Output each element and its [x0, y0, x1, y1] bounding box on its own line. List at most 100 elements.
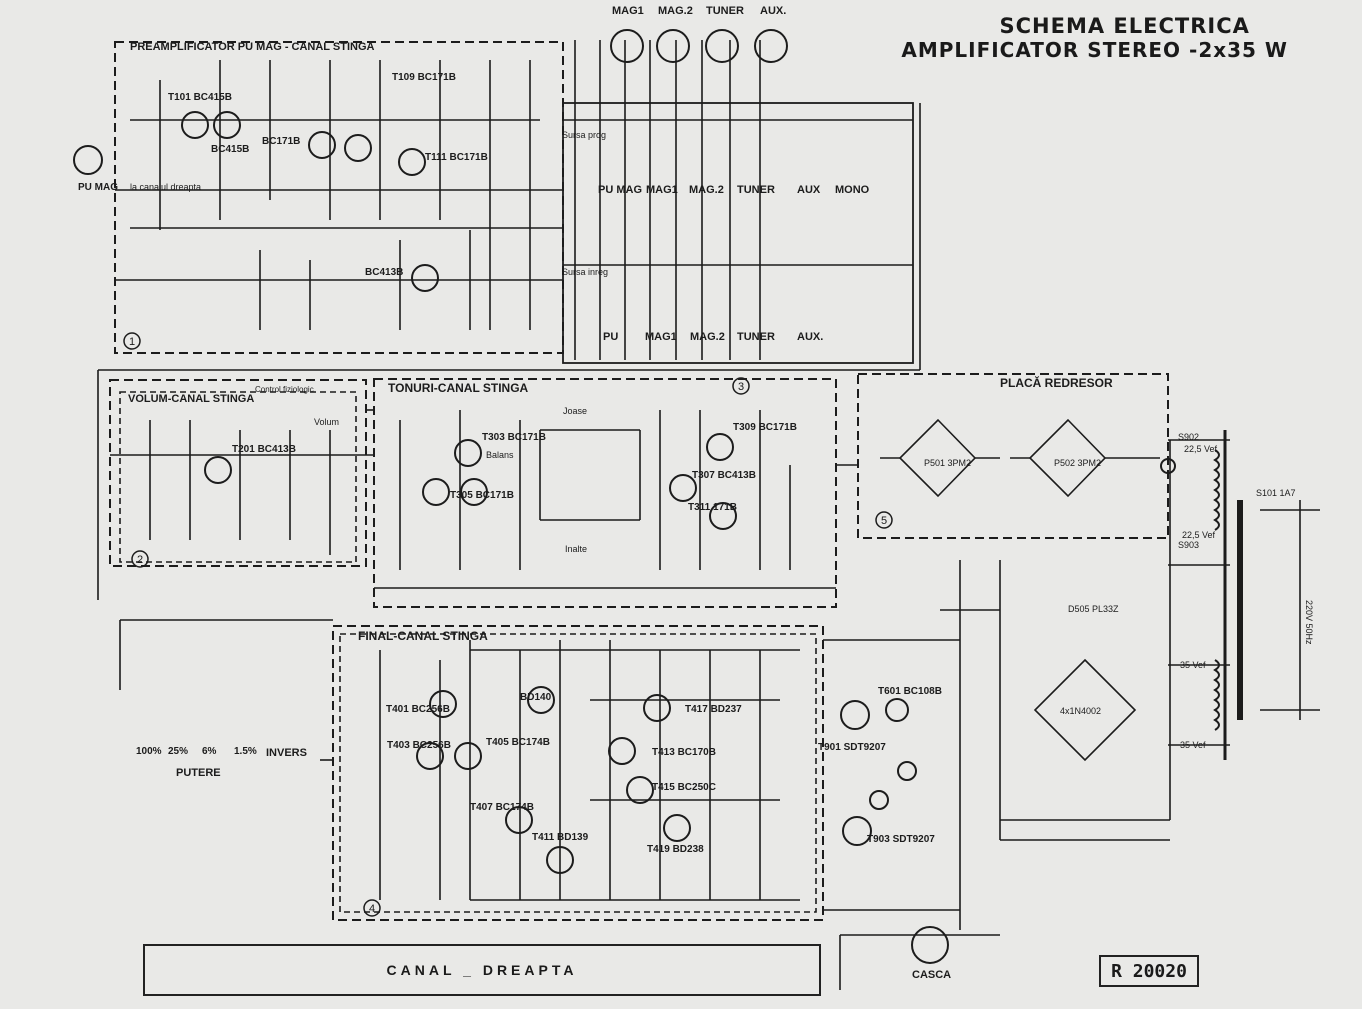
- transistor-t103: BC415B: [211, 144, 249, 155]
- joase-label: Joase: [563, 406, 587, 416]
- transistor-t201: T201 BC413B: [232, 444, 296, 455]
- fuse-label: S101 1A7: [1256, 488, 1296, 498]
- transistor-t311: T311 171B: [688, 502, 737, 513]
- aux-connector: [754, 29, 788, 63]
- pu-mag-connector: [73, 145, 103, 175]
- inalte-label: Inalte: [565, 544, 587, 554]
- selector1-aux: AUX: [797, 184, 821, 196]
- reference-number: R 20020: [1099, 955, 1199, 987]
- transistor-t415: T415 BC250C: [652, 782, 716, 793]
- title-line-1: SCHEMA ELECTRICA: [999, 14, 1250, 38]
- transistor-t903: T903 SDT9207: [867, 834, 935, 845]
- tones-block-label: TONURI-CANAL STINGA: [388, 381, 529, 395]
- transistor-t305: T305 BC171B: [450, 490, 514, 501]
- preamp-block-number: 1: [129, 336, 135, 348]
- transistor-t401: T401 BC256B: [386, 704, 450, 715]
- selector2-pu: PU: [603, 331, 618, 343]
- s902-label: S902: [1178, 432, 1199, 442]
- sursa-prog-label: Sursa prog: [562, 130, 606, 140]
- transistor-t309: T309 BC171B: [733, 422, 797, 433]
- selector2-mag1: MAG1: [645, 331, 677, 343]
- volume-block-number: 2: [137, 554, 143, 566]
- selector1-pu-mag: PU MAG: [598, 184, 642, 196]
- bridge-p502-label: P502 3PM2: [1054, 458, 1101, 468]
- putere-label: PUTERE: [176, 767, 221, 779]
- preamp-block-label: PREAMPLIFICATOR PU MAG - CANAL STINGA: [130, 41, 375, 53]
- selector1-mag2: MAG.2: [689, 184, 724, 196]
- transistor-t413: T413 BC170B: [652, 747, 716, 758]
- input-label-tuner: TUNER: [706, 5, 744, 17]
- casca-label: CASCA: [912, 969, 951, 981]
- transistor-t601: T601 BC108B: [878, 686, 942, 697]
- transistor-t101: T101 BC415B: [168, 92, 232, 103]
- tuner-connector: [705, 29, 739, 63]
- voltage-3: 35 Vef: [1180, 660, 1206, 670]
- mag1-connector: [610, 29, 644, 63]
- title-line-2: AMPLIFICATOR STEREO -2x35 W: [901, 38, 1288, 62]
- power-1-5: 1.5%: [234, 746, 257, 757]
- selector1-tuner: TUNER: [737, 184, 775, 196]
- final-block-label: FINAL-CANAL STINGA: [358, 629, 488, 643]
- volume-block-label: VOLUM-CANAL STINGA: [128, 393, 254, 405]
- canal-dreapta-note: la canalul dreapta: [130, 182, 201, 192]
- transistor-t403: T403 BC256B: [387, 740, 451, 751]
- voltage-4: 35 Vef: [1180, 740, 1206, 750]
- volume-inner-border: [119, 391, 357, 563]
- diode-d505: D505 PL33Z: [1068, 604, 1119, 614]
- title-block: SCHEMA ELECTRICA AMPLIFICATOR STEREO -2x…: [901, 14, 1288, 62]
- transistor-t901: T901 SDT9207: [818, 742, 886, 753]
- input-label-aux: AUX.: [760, 5, 786, 17]
- casca-connector: [911, 926, 949, 964]
- final-block-number: 4: [369, 903, 375, 915]
- volume-block-border: [109, 379, 367, 567]
- bridge-p501: [898, 418, 977, 498]
- tones-block-number: 3: [738, 381, 744, 393]
- transistor-t303: T303 BC171B: [482, 432, 546, 443]
- transistor-t113: BC413B: [365, 267, 403, 278]
- selector1-mag1: MAG1: [646, 184, 678, 196]
- transistor-t417: T417 BD237: [685, 704, 742, 715]
- volum-label: Volum: [314, 417, 339, 427]
- power-25: 25%: [168, 746, 188, 757]
- rectifier-block-label: PLACĂ REDRESOR: [1000, 375, 1113, 390]
- selector2-tuner: TUNER: [737, 331, 775, 343]
- bridge-p502: [1028, 418, 1107, 498]
- transistor-t409: BD140: [520, 692, 552, 703]
- power-100: 100%: [136, 746, 162, 757]
- canal-dreapta-box: CANAL _ DREAPTA: [143, 944, 821, 996]
- pu-mag-label: PU MAG: [78, 182, 118, 193]
- transistor-t105: BC171B: [262, 136, 300, 147]
- voltage-1: 22,5 Vef: [1184, 444, 1218, 454]
- voltage-2: 22,5 Vef: [1182, 530, 1216, 540]
- sursa-inreg-label: Sursa inreg: [562, 267, 608, 277]
- transistor-t405: T405 BC174B: [486, 737, 550, 748]
- transistor-t419: T419 BD238: [647, 844, 704, 855]
- bridge-lower: [1033, 658, 1137, 762]
- selector2-aux: AUX.: [797, 331, 823, 343]
- transistor-t109: T109 BC171B: [392, 72, 456, 83]
- bridge-lower-label: 4x1N4002: [1060, 706, 1101, 716]
- rectifier-block-border: [857, 373, 1169, 539]
- transistor-t111: T111 BC171B: [425, 152, 488, 163]
- bridge-p501-label: P501 3PM2: [924, 458, 971, 468]
- final-lower-border: [339, 633, 817, 913]
- balans-label: Balans: [486, 450, 514, 460]
- preamp-block-border: [114, 41, 564, 354]
- transistor-t407: T407 BC174B: [470, 802, 534, 813]
- input-label-mag1: MAG1: [612, 5, 644, 17]
- s903-label: S903: [1178, 540, 1199, 550]
- final-block-border: [332, 625, 824, 921]
- rectifier-block-number: 5: [881, 515, 887, 527]
- invers-label: INVERS: [266, 747, 307, 759]
- selector2-mag2: MAG.2: [690, 331, 725, 343]
- transistor-t307: T307 BC413B: [692, 470, 756, 481]
- mag2-connector: [656, 29, 690, 63]
- selector1-mono: MONO: [835, 184, 870, 196]
- input-label-mag2: MAG.2: [658, 5, 693, 17]
- volume-sub-label: Control fiziologic: [255, 385, 314, 394]
- power-6: 6%: [202, 746, 217, 757]
- tones-block-border: [373, 378, 837, 608]
- mains-label: 220V 50Hz: [1304, 600, 1314, 645]
